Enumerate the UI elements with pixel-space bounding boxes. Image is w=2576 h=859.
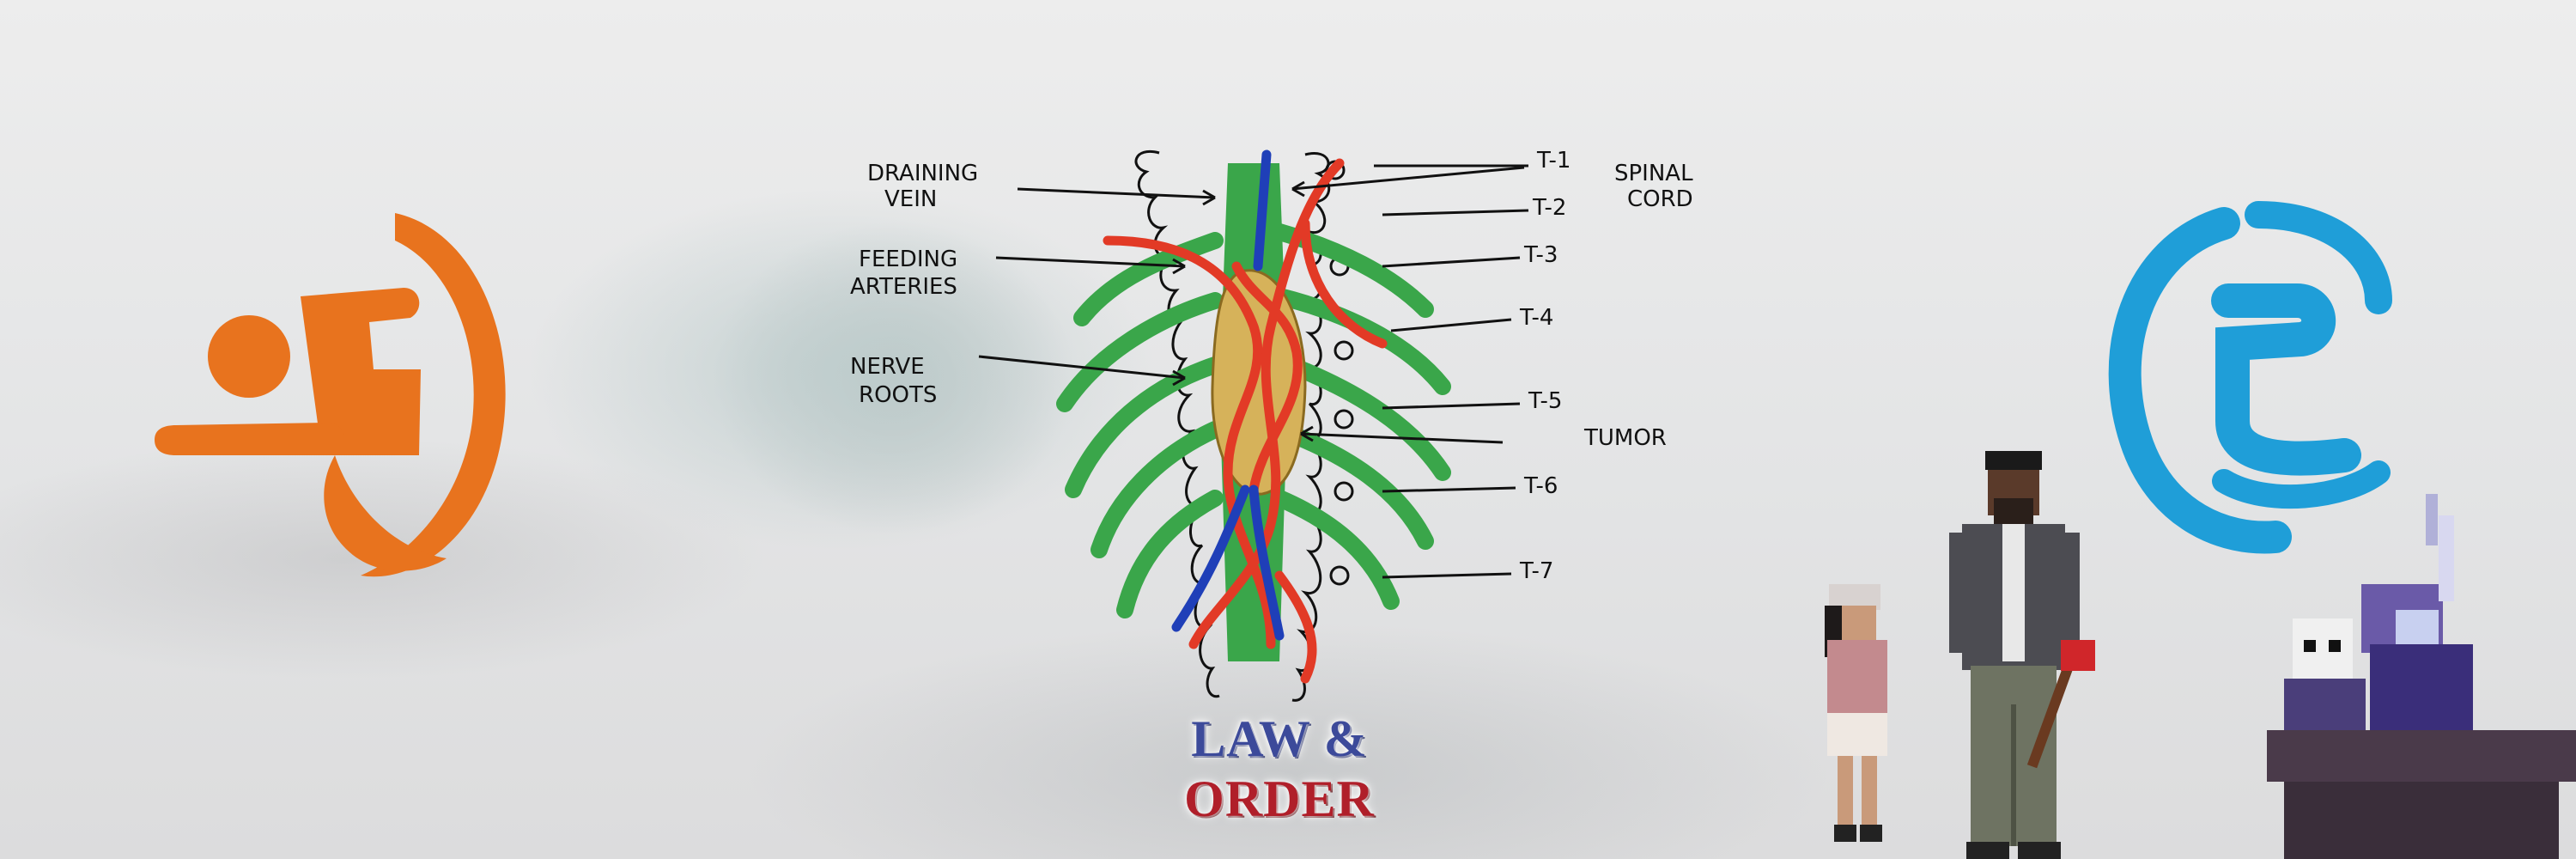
label-t3: T-3 xyxy=(1523,242,1558,268)
pixel-man-sprite xyxy=(1949,451,2095,859)
label-draining: DRAINING xyxy=(867,161,978,186)
logo-line-2: ORDER xyxy=(1184,771,1375,827)
label-t4: T-4 xyxy=(1519,305,1553,331)
label-arteries: ARTERIES xyxy=(850,274,957,300)
label-cord: CORD xyxy=(1627,186,1693,212)
label-tumor: TUMOR xyxy=(1583,425,1667,451)
feeding-arteries xyxy=(1103,158,1388,684)
label-nerve: NERVE xyxy=(850,354,925,380)
law-and-order-logo: LAW & ORDER xyxy=(1151,709,1408,829)
pixel-platform-scene xyxy=(2267,494,2576,859)
spine-tumor-diagram: DRAINING VEIN FEEDING ARTERIES NERVE ROO… xyxy=(850,148,1693,702)
label-t6: T-6 xyxy=(1523,473,1558,499)
label-spinal: SPINAL xyxy=(1614,161,1693,186)
label-t7: T-7 xyxy=(1519,558,1553,584)
nerve-roots xyxy=(1056,223,1451,618)
label-t2: T-2 xyxy=(1532,195,1566,221)
orange-portal-icon xyxy=(155,213,506,577)
label-t1: T-1 xyxy=(1536,148,1571,174)
label-feeding: FEEDING xyxy=(859,247,957,272)
label-arrows xyxy=(978,164,1529,579)
label-t5: T-5 xyxy=(1528,388,1562,414)
logo-line-1: LAW & xyxy=(1191,710,1368,767)
draining-vein xyxy=(1171,149,1285,641)
label-vein: VEIN xyxy=(884,186,937,212)
pixel-girl-sprite xyxy=(1825,584,1887,842)
pixel-characters-group xyxy=(1825,451,2576,859)
blue-portal-icon xyxy=(2108,201,2392,554)
label-roots: ROOTS xyxy=(859,382,937,408)
